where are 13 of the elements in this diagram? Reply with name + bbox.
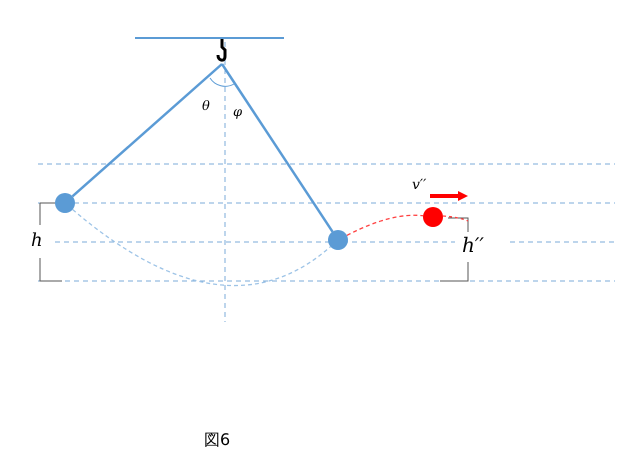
ball <box>423 207 443 227</box>
ball <box>328 230 348 250</box>
height-label: h <box>31 232 43 250</box>
angle-label: φ <box>233 106 242 119</box>
trajectory-line <box>346 214 424 236</box>
string-line <box>220 63 334 232</box>
caption: 図6 <box>204 432 230 448</box>
angle-label: θ <box>202 100 210 113</box>
ball <box>55 193 75 213</box>
velocity-label: v′′ <box>412 178 426 192</box>
height-label: h′′ <box>462 235 484 255</box>
string-line <box>72 63 223 198</box>
trajectory-line <box>72 209 331 286</box>
